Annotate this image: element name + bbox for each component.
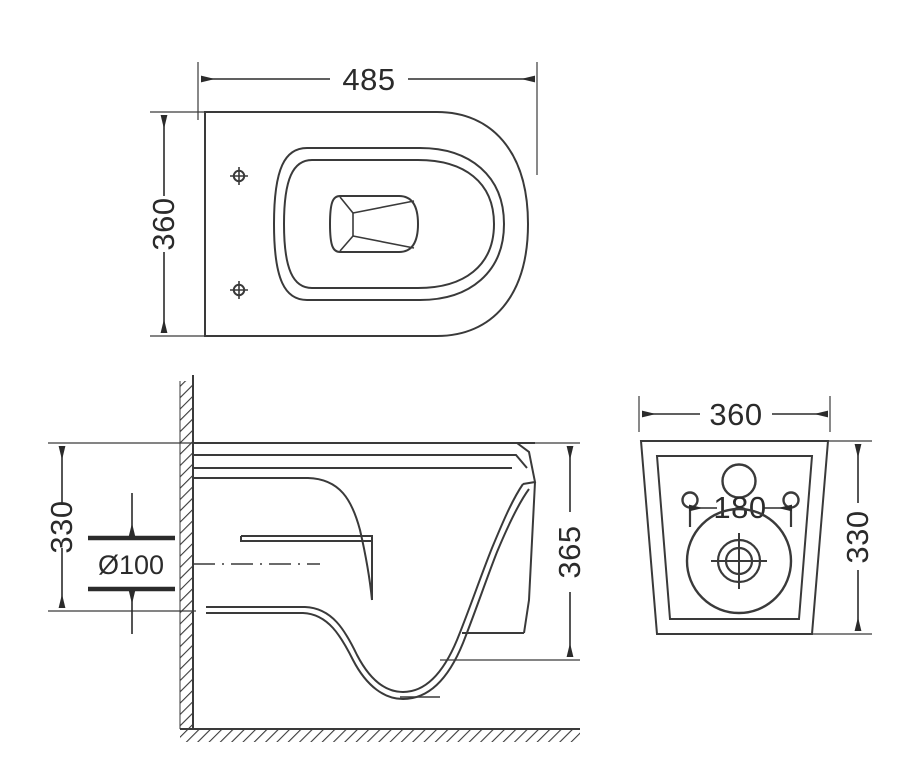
rear-outer-trapezoid-body bbox=[639, 440, 830, 635]
wall-hatching bbox=[179, 375, 194, 729]
top-view-outer-body bbox=[204, 111, 530, 337]
top-view-rim-outer bbox=[272, 147, 506, 301]
top-view-rim-inner bbox=[282, 159, 496, 289]
dim-label-180-bolt-spacing: 180 bbox=[713, 490, 766, 525]
dim-label-365-projection: 365 bbox=[552, 525, 587, 578]
crosshair-icon bbox=[230, 167, 248, 185]
side-view-dim-365: 365 bbox=[552, 446, 587, 657]
rear-view-dim-180: 180 bbox=[689, 490, 792, 525]
floor-hatching bbox=[180, 728, 580, 742]
dim-label-485: 485 bbox=[342, 62, 395, 97]
dim-label-330-height: 330 bbox=[44, 500, 79, 553]
top-view-dim-485: 485 bbox=[201, 62, 535, 97]
dim-label-rear-360: 360 bbox=[709, 397, 762, 432]
rear-view-dim-360: 360 bbox=[642, 397, 828, 432]
side-view: 330 Ø100 365 bbox=[44, 375, 587, 742]
water-inlet-hole-circle-icon bbox=[721, 463, 757, 499]
rear-view: 360 330 180 bbox=[638, 396, 875, 635]
rear-inner-trapezoid-body bbox=[655, 455, 814, 620]
dim-label-outlet-diameter: Ø100 bbox=[98, 550, 164, 580]
side-view-dim-330: 330 bbox=[44, 446, 79, 608]
dim-label-360-depth: 360 bbox=[146, 197, 181, 250]
side-view-dim-outlet: Ø100 bbox=[88, 493, 175, 634]
bowl-section-profile bbox=[193, 442, 537, 701]
top-view-dim-360: 360 bbox=[146, 115, 181, 333]
top-view-extension-lines bbox=[150, 62, 538, 337]
rear-view-dim-330: 330 bbox=[840, 444, 875, 631]
crosshair-icon bbox=[230, 281, 248, 299]
waste-outlet-crosshair-icon bbox=[711, 533, 767, 589]
rear-view-extension-lines bbox=[638, 396, 872, 635]
dim-label-rear-330: 330 bbox=[840, 510, 875, 563]
flush-valve-icon bbox=[328, 195, 420, 253]
waste-outlet-circle-icon bbox=[685, 507, 793, 615]
top-view: 485 360 bbox=[146, 62, 538, 337]
